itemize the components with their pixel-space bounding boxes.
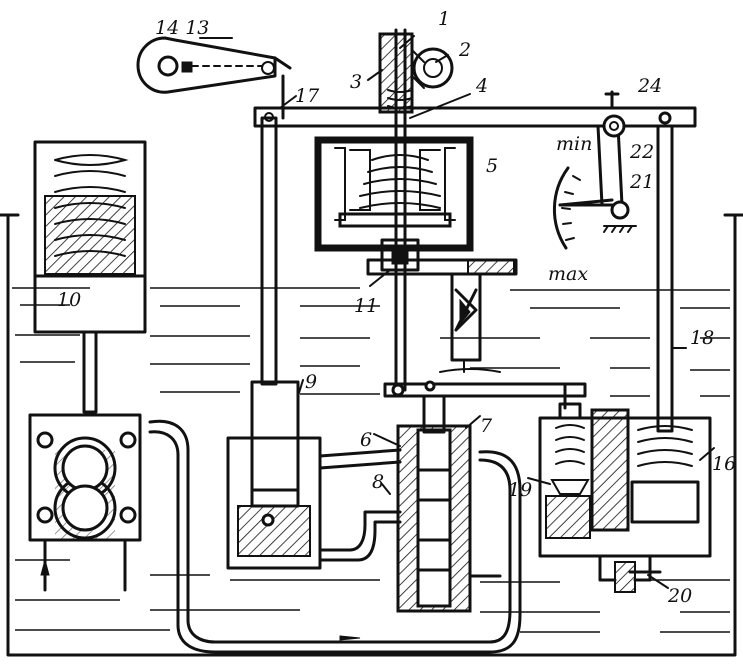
label-5: 5 xyxy=(486,155,498,177)
servo-cylinder-9 xyxy=(226,380,322,570)
label-4: 4 xyxy=(475,75,488,97)
pilot-valve xyxy=(396,394,472,613)
label-24: 24 xyxy=(637,75,662,97)
part-labels: 1 2 3 4 5 6 7 8 9 10 11 14 13 16 17 18 1… xyxy=(57,8,736,607)
scale-min-label: min xyxy=(556,133,592,155)
speeder-head xyxy=(378,28,454,392)
label-10: 10 xyxy=(57,289,81,311)
label-18: 18 xyxy=(690,327,714,349)
oil-tank xyxy=(0,213,743,657)
label-8: 8 xyxy=(372,471,384,493)
gear-pump xyxy=(28,413,142,592)
label-22: 22 xyxy=(629,141,654,163)
label-2: 2 xyxy=(458,39,471,61)
label-21: 21 xyxy=(629,171,654,193)
leader-lines xyxy=(199,35,715,589)
label-7: 7 xyxy=(480,415,493,437)
label-20: 20 xyxy=(667,585,692,607)
buffer-cylinder-16 xyxy=(538,402,712,593)
label-3: 3 xyxy=(350,71,362,93)
label-11: 11 xyxy=(354,295,378,317)
oil-pipes xyxy=(148,419,522,654)
speed-indicator xyxy=(552,90,637,250)
label-9: 9 xyxy=(305,371,317,393)
floating-lever xyxy=(383,380,587,410)
linkage xyxy=(253,74,697,433)
label-14-13: 14 13 xyxy=(155,17,209,39)
label-16: 16 xyxy=(712,453,736,475)
label-6: 6 xyxy=(360,429,372,451)
label-19: 19 xyxy=(508,479,532,501)
accumulator-10 xyxy=(33,140,147,414)
drive-shaft-11 xyxy=(366,258,518,373)
label-17: 17 xyxy=(295,85,320,107)
lever-14-13 xyxy=(136,36,292,94)
bellows-housing xyxy=(314,136,474,272)
scale-max-label: max xyxy=(548,263,588,285)
oil-level-lines xyxy=(12,287,730,633)
label-1: 1 xyxy=(438,8,450,30)
